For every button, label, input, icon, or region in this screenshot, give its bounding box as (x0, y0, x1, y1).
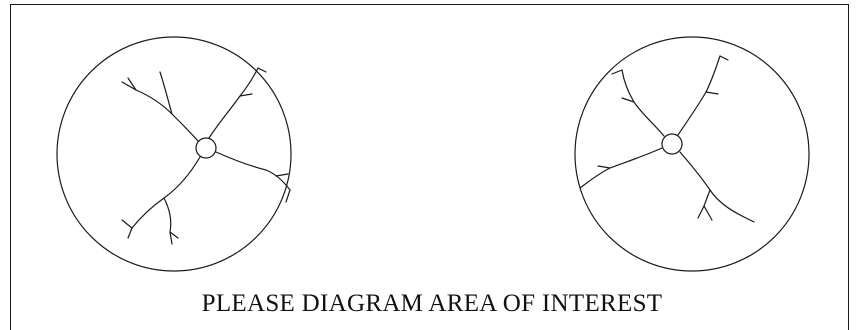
optic-disc (196, 138, 216, 158)
eye-outline (575, 37, 809, 271)
fundus-diagram-icon (572, 34, 812, 274)
fundus-diagram-icon (54, 34, 294, 274)
optic-disc (662, 134, 682, 154)
diagram-instruction: PLEASE DIAGRAM AREA OF INTEREST (0, 290, 864, 318)
left-eye-fundus-diagram[interactable] (54, 34, 294, 274)
right-eye-fundus-diagram[interactable] (572, 34, 812, 274)
